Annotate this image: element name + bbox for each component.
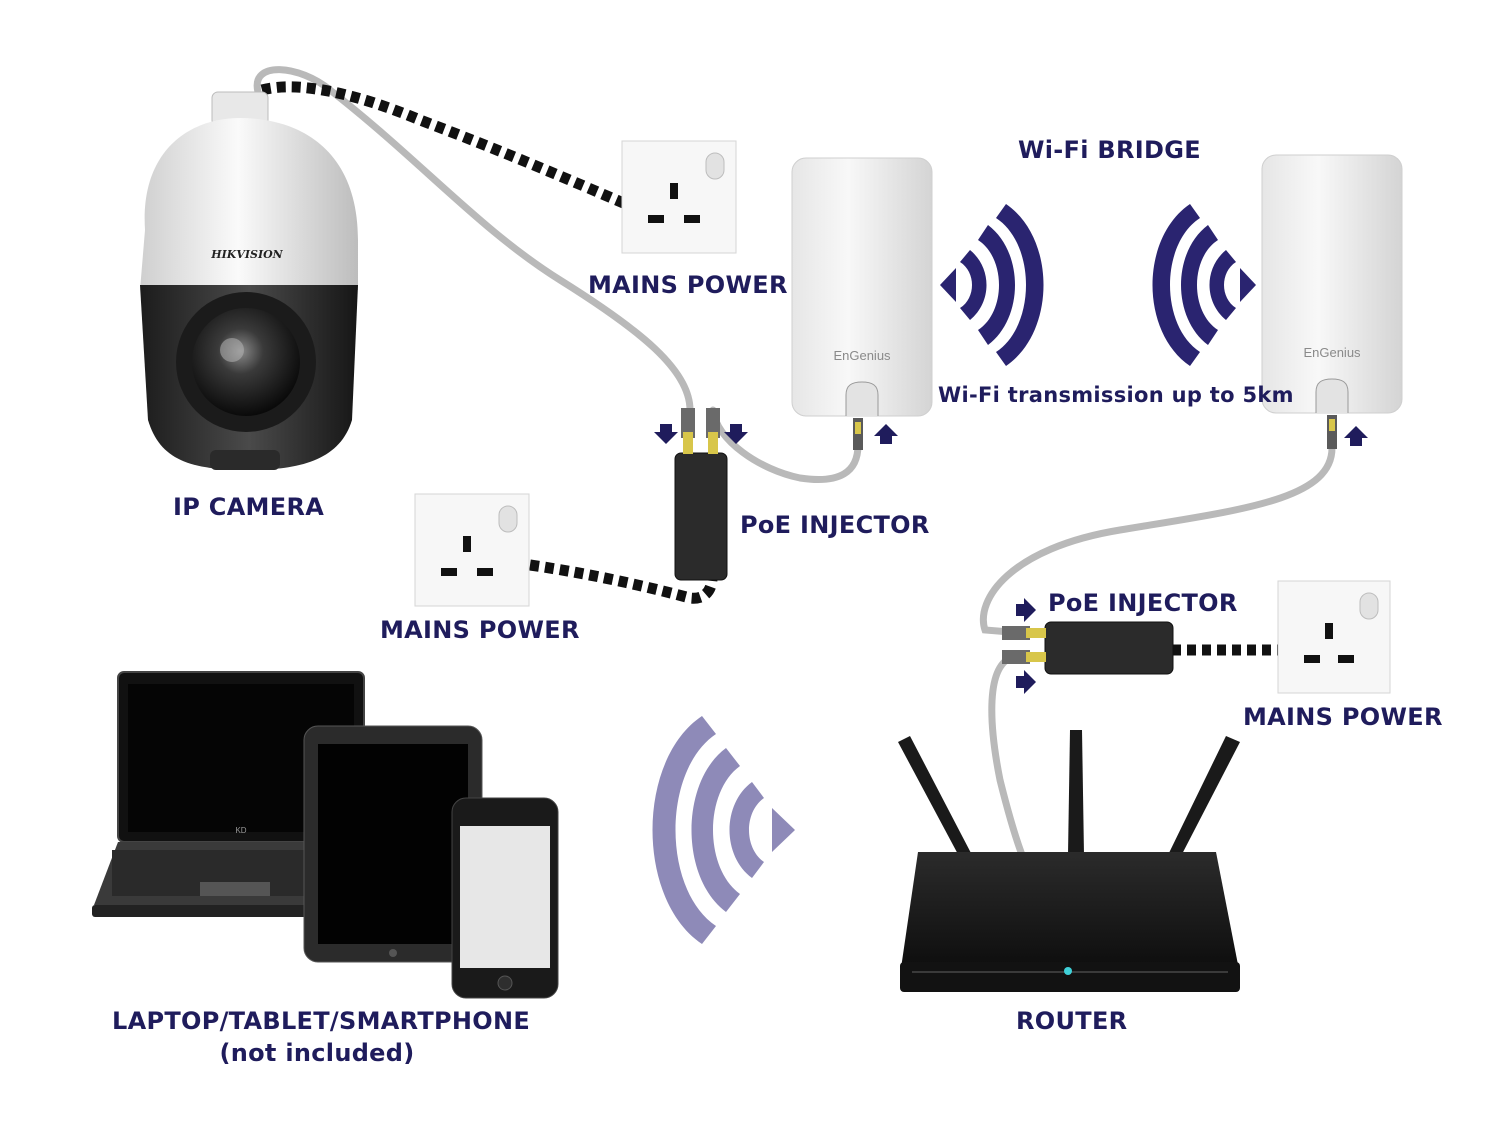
wall-socket-icon — [621, 140, 737, 254]
wall-socket-icon — [414, 493, 530, 607]
camera-data-cable — [253, 66, 694, 414]
wifi-wave-icon — [652, 716, 795, 944]
wifi-bridge-icon: EnGenius — [1261, 154, 1403, 449]
bridge-right-data-cable — [979, 444, 1336, 636]
bridge-left-data-cable — [709, 406, 862, 483]
camera-power-cable — [260, 81, 631, 211]
arrow-icon — [654, 424, 1368, 694]
camera-brand-text: HIKVISION — [210, 248, 283, 261]
tablet-icon — [303, 725, 483, 963]
poe-injector-icon — [674, 408, 728, 581]
bridge-brand-text: EnGenius — [1303, 345, 1361, 360]
ip-camera-label: IP CAMERA — [173, 493, 325, 521]
poe-injector-label-right: PoE INJECTOR — [1048, 589, 1238, 617]
mains-power-label-top: MAINS POWER — [588, 271, 788, 299]
bridge-brand-text: EnGenius — [833, 348, 891, 363]
not-included-label: (not included) — [219, 1039, 415, 1067]
wifi-wave-icon — [1152, 204, 1256, 366]
router-icon — [898, 730, 1240, 992]
wifi-wave-icon — [940, 204, 1044, 366]
mains-power-label-left: MAINS POWER — [380, 616, 580, 644]
ip-camera-icon: HIKVISION — [140, 91, 358, 470]
wall-socket-icon — [1277, 580, 1391, 694]
injector-power-cable — [529, 559, 718, 604]
client-devices-label: LAPTOP/TABLET/SMARTPHONE — [112, 1007, 531, 1035]
laptop-brand-text: KD — [235, 826, 246, 835]
wifi-bridge-label: Wi-Fi BRIDGE — [1018, 136, 1201, 164]
wifi-bridge-icon: EnGenius — [791, 157, 933, 450]
router-data-cable — [988, 654, 1028, 864]
smartphone-icon — [451, 797, 559, 999]
poe-injector-label-left: PoE INJECTOR — [740, 511, 930, 539]
mains-power-label-right: MAINS POWER — [1243, 703, 1443, 731]
poe-injector-icon — [1002, 621, 1174, 675]
wifi-transmission-label: Wi-Fi transmission up to 5km — [938, 383, 1294, 407]
router-label: ROUTER — [1016, 1007, 1128, 1035]
